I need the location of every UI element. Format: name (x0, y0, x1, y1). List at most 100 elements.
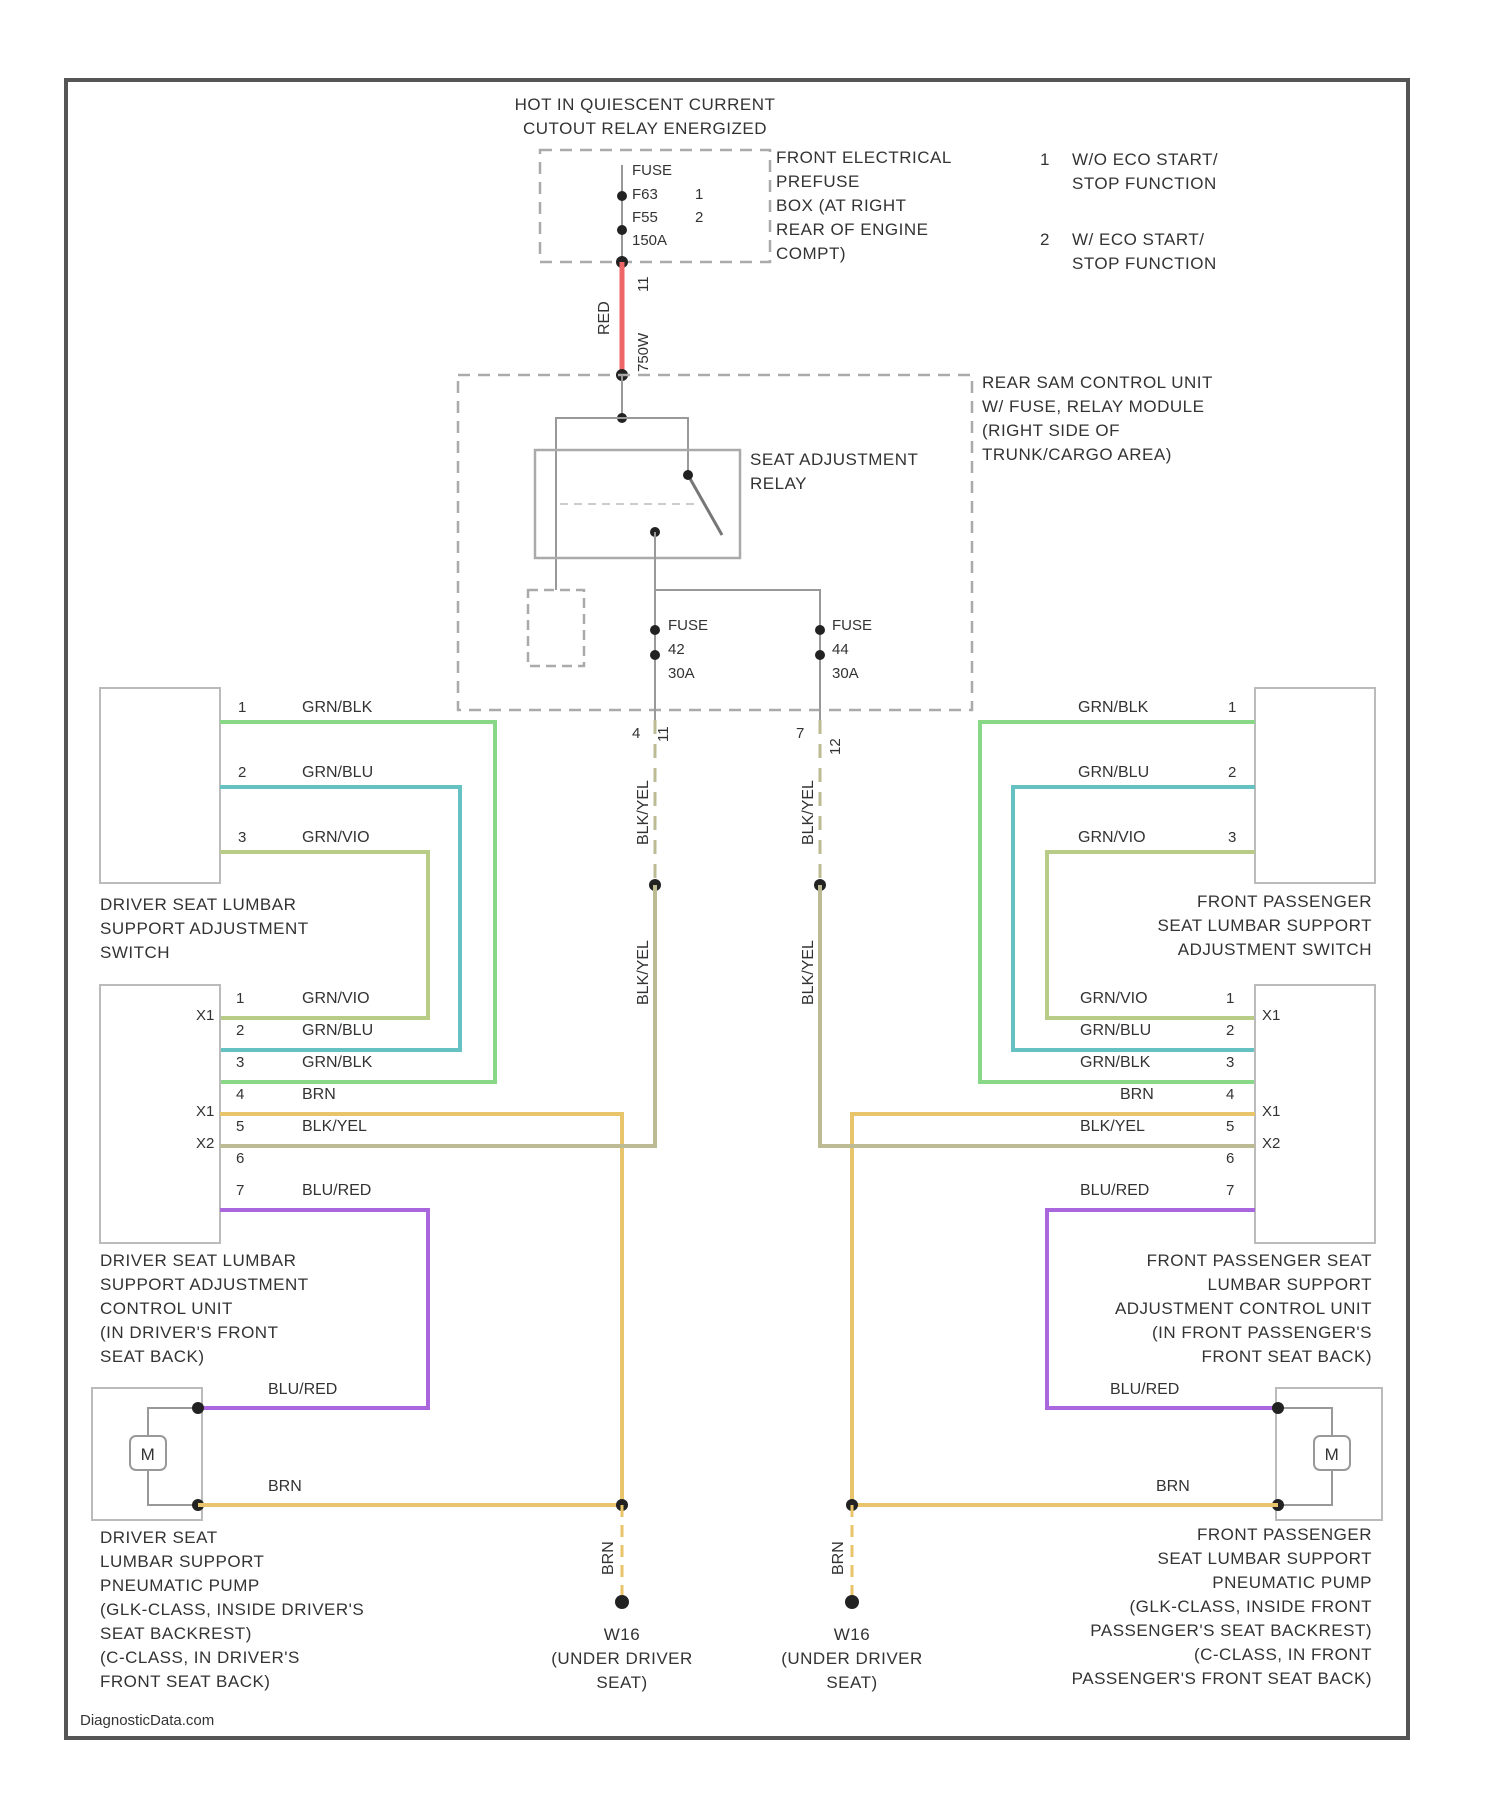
svg-text:FRONT ELECTRICAL: FRONT ELECTRICAL (776, 148, 952, 167)
svg-text:PASSENGER'S SEAT BACKREST): PASSENGER'S SEAT BACKREST) (1090, 1621, 1372, 1640)
svg-text:X1: X1 (1262, 1103, 1280, 1120)
svg-text:SEAT BACK): SEAT BACK) (100, 1347, 205, 1366)
svg-text:7: 7 (236, 1182, 244, 1199)
svg-text:2: 2 (1040, 230, 1050, 249)
svg-text:4: 4 (1226, 1086, 1234, 1103)
top-fuse-text: FUSE F63 F55 150A 1 2 (632, 162, 703, 249)
svg-text:W/ FUSE, RELAY MODULE: W/ FUSE, RELAY MODULE (982, 397, 1204, 416)
svg-text:RELAY: RELAY (750, 474, 807, 493)
svg-text:STOP FUNCTION: STOP FUNCTION (1072, 254, 1217, 273)
svg-text:SEAT BACKREST): SEAT BACKREST) (100, 1624, 252, 1643)
svg-text:PNEUMATIC PUMP: PNEUMATIC PUMP (100, 1576, 260, 1595)
svg-text:SEAT LUMBAR SUPPORT: SEAT LUMBAR SUPPORT (1158, 916, 1373, 935)
svg-text:F63: F63 (632, 186, 658, 203)
svg-text:5: 5 (236, 1118, 244, 1135)
svg-text:FUSE: FUSE (832, 617, 872, 634)
svg-text:W16: W16 (834, 1625, 870, 1644)
svg-text:FRONT PASSENGER: FRONT PASSENGER (1197, 1525, 1372, 1544)
svg-text:BRN: BRN (830, 1541, 847, 1575)
passenger-lumbar-switch (1255, 688, 1375, 883)
svg-text:CUTOUT RELAY ENERGIZED: CUTOUT RELAY ENERGIZED (523, 119, 767, 138)
svg-text:LUMBAR SUPPORT: LUMBAR SUPPORT (1208, 1275, 1372, 1294)
driver-control-label: DRIVER SEAT LUMBAR SUPPORT ADJUSTMENT CO… (100, 1251, 309, 1366)
svg-text:LUMBAR SUPPORT: LUMBAR SUPPORT (100, 1552, 264, 1571)
svg-text:2: 2 (1228, 764, 1236, 781)
svg-text:2: 2 (695, 209, 703, 226)
ground-left-label: W16 (UNDER DRIVER SEAT) (551, 1625, 693, 1692)
svg-text:BLK/YEL: BLK/YEL (302, 1118, 367, 1135)
svg-text:1: 1 (1228, 699, 1236, 716)
passenger-control-label: FRONT PASSENGER SEAT LUMBAR SUPPORT ADJU… (1115, 1251, 1372, 1366)
svg-text:2: 2 (1226, 1022, 1234, 1039)
hot-in-label: HOT IN QUIESCENT CURRENT CUTOUT RELAY EN… (515, 95, 776, 138)
fuse-right-label: FUSE 44 30A (832, 617, 872, 682)
svg-text:7: 7 (796, 725, 804, 742)
svg-text:BRN: BRN (600, 1541, 617, 1575)
driver-control-wires: GRN/VIO GRN/BLU GRN/BLK BRN BLK/YEL BLU/… (302, 990, 373, 1199)
svg-text:FRONT PASSENGER SEAT: FRONT PASSENGER SEAT (1147, 1251, 1372, 1270)
svg-text:BLK/YEL: BLK/YEL (635, 940, 652, 1005)
svg-text:SEAT ADJUSTMENT: SEAT ADJUSTMENT (750, 450, 918, 469)
svg-text:7: 7 (1226, 1182, 1234, 1199)
svg-text:4: 4 (632, 725, 640, 742)
svg-text:ADJUSTMENT CONTROL UNIT: ADJUSTMENT CONTROL UNIT (1115, 1299, 1372, 1318)
svg-text:SWITCH: SWITCH (100, 943, 170, 962)
ground-right-label: W16 (UNDER DRIVER SEAT) (781, 1625, 923, 1692)
svg-text:BLU/RED: BLU/RED (302, 1182, 371, 1199)
passenger-switch-label: FRONT PASSENGER SEAT LUMBAR SUPPORT ADJU… (1158, 892, 1373, 959)
svg-text:X2: X2 (1262, 1135, 1280, 1152)
svg-text:TRUNK/CARGO AREA): TRUNK/CARGO AREA) (982, 445, 1172, 464)
svg-text:GRN/BLU: GRN/BLU (1080, 1022, 1151, 1039)
svg-text:X1: X1 (196, 1007, 214, 1024)
svg-text:750W: 750W (635, 332, 652, 372)
watermark: DiagnosticData.com (80, 1712, 214, 1729)
svg-text:FRONT SEAT BACK): FRONT SEAT BACK) (100, 1672, 270, 1691)
passenger-pump-label: FRONT PASSENGER SEAT LUMBAR SUPPORT PNEU… (1072, 1525, 1372, 1688)
svg-text:X1: X1 (1262, 1007, 1280, 1024)
svg-text:(C-CLASS, IN DRIVER'S: (C-CLASS, IN DRIVER'S (100, 1648, 300, 1667)
svg-text:2: 2 (236, 1022, 244, 1039)
relay-label: SEAT ADJUSTMENT RELAY (750, 450, 918, 493)
svg-text:W/ ECO START/: W/ ECO START/ (1072, 230, 1204, 249)
svg-text:DRIVER SEAT LUMBAR: DRIVER SEAT LUMBAR (100, 1251, 296, 1270)
svg-text:SEAT): SEAT) (596, 1673, 647, 1692)
svg-text:W/O ECO START/: W/O ECO START/ (1072, 150, 1218, 169)
fuse-left-label: FUSE 42 30A (668, 617, 708, 682)
svg-text:W16: W16 (604, 1625, 640, 1644)
svg-text:GRN/VIO: GRN/VIO (302, 990, 370, 1007)
driver-switch-label: DRIVER SEAT LUMBAR SUPPORT ADJUSTMENT SW… (100, 895, 309, 962)
svg-text:GRN/BLU: GRN/BLU (302, 1022, 373, 1039)
svg-text:PNEUMATIC PUMP: PNEUMATIC PUMP (1212, 1573, 1372, 1592)
svg-text:(RIGHT SIDE OF: (RIGHT SIDE OF (982, 421, 1120, 440)
svg-text:BLU/RED: BLU/RED (1110, 1381, 1179, 1398)
svg-text:BLU/RED: BLU/RED (1080, 1182, 1149, 1199)
svg-text:FRONT PASSENGER: FRONT PASSENGER (1197, 892, 1372, 911)
svg-text:3: 3 (238, 829, 246, 846)
svg-text:44: 44 (832, 641, 849, 658)
svg-text:(IN DRIVER'S FRONT: (IN DRIVER'S FRONT (100, 1323, 278, 1342)
svg-text:ADJUSTMENT SWITCH: ADJUSTMENT SWITCH (1178, 940, 1372, 959)
svg-text:30A: 30A (668, 665, 695, 682)
svg-text:(IN FRONT PASSENGER'S: (IN FRONT PASSENGER'S (1152, 1323, 1372, 1342)
passenger-pump-motor: M (1325, 1445, 1340, 1464)
svg-text:DRIVER SEAT: DRIVER SEAT (100, 1528, 218, 1547)
svg-text:3: 3 (236, 1054, 244, 1071)
svg-text:1: 1 (1226, 990, 1234, 1007)
svg-text:11: 11 (635, 276, 652, 292)
svg-text:BRN: BRN (268, 1478, 302, 1495)
svg-text:SEAT): SEAT) (826, 1673, 877, 1692)
svg-text:GRN/BLK: GRN/BLK (302, 1054, 373, 1071)
svg-text:12: 12 (827, 738, 844, 755)
svg-text:(GLK-CLASS, INSIDE FRONT: (GLK-CLASS, INSIDE FRONT (1130, 1597, 1372, 1616)
svg-text:2: 2 (238, 764, 246, 781)
svg-text:FRONT SEAT BACK): FRONT SEAT BACK) (1202, 1347, 1372, 1366)
svg-text:GRN/VIO: GRN/VIO (302, 829, 370, 846)
svg-text:STOP FUNCTION: STOP FUNCTION (1072, 174, 1217, 193)
svg-text:1: 1 (1040, 150, 1050, 169)
wire-grn-vio-right (1047, 852, 1255, 1018)
svg-text:6: 6 (236, 1150, 244, 1167)
svg-text:11: 11 (655, 726, 672, 742)
svg-text:1: 1 (238, 699, 246, 716)
svg-text:F55: F55 (632, 209, 658, 226)
